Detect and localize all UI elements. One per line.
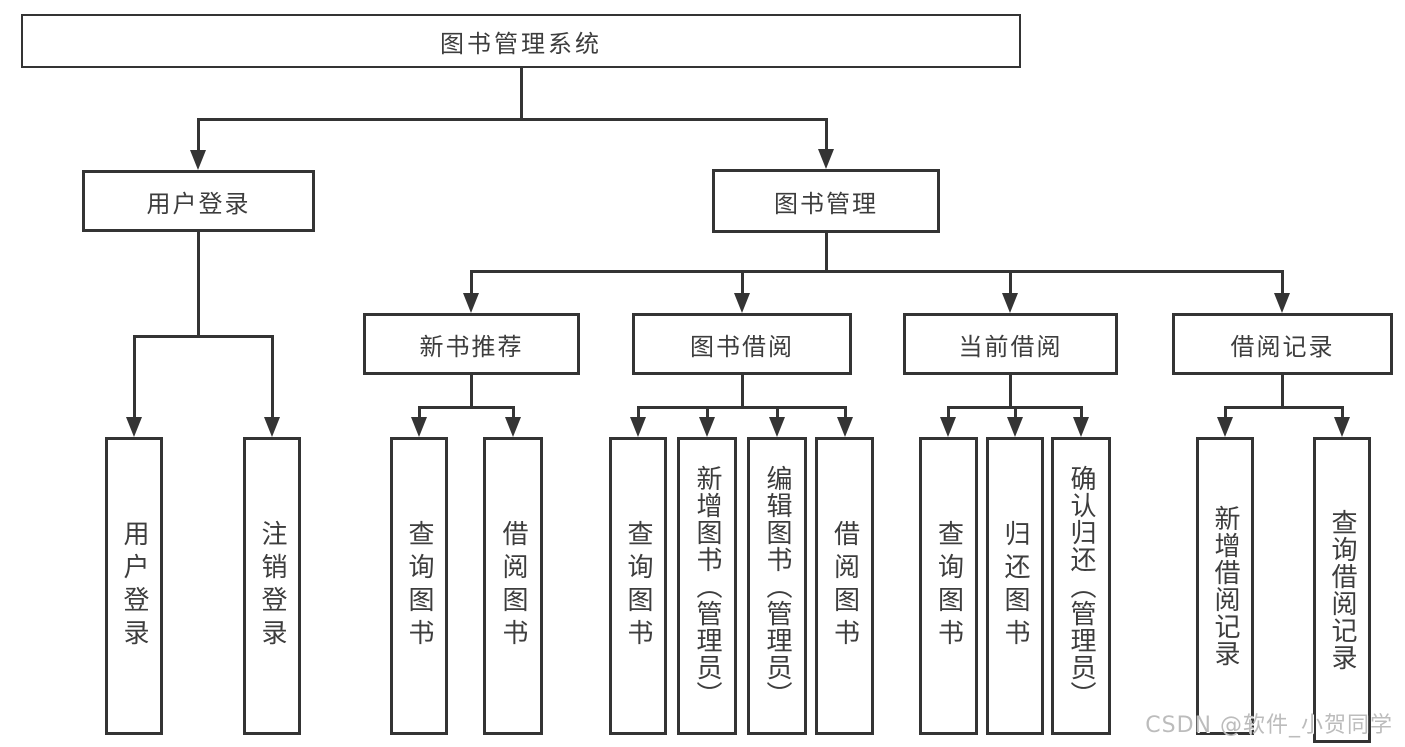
connector-branch-3 — [417, 405, 515, 409]
connector-drop-3-1 — [511, 407, 515, 417]
node-br-add-record: 新增借阅记录 — [1196, 437, 1254, 735]
connector-trunk-5 — [1008, 375, 1012, 409]
arrowhead-down-icon — [505, 417, 521, 437]
node-login: 用户登录 — [105, 437, 163, 735]
node-logout: 注销登录 — [243, 437, 301, 735]
arrowhead-down-icon — [1274, 293, 1290, 313]
connector-trunk-1 — [196, 232, 200, 338]
connector-branch-2 — [469, 269, 1284, 273]
arrowhead-down-icon — [1007, 417, 1023, 437]
connector-drop-6-1 — [1340, 407, 1344, 417]
node-rec-borrow-book: 借阅图书 — [483, 437, 543, 735]
connector-drop-1-0 — [132, 336, 136, 417]
connector-trunk-3 — [469, 375, 473, 409]
connector-trunk-4 — [740, 375, 744, 409]
connector-drop-5-2 — [1079, 407, 1083, 417]
arrowhead-down-icon — [734, 293, 750, 313]
arrowhead-down-icon — [463, 293, 479, 313]
connector-drop-0-0 — [196, 119, 200, 150]
connector-drop-4-2 — [775, 407, 779, 417]
connector-branch-6 — [1223, 405, 1344, 409]
arrowhead-down-icon — [818, 149, 834, 169]
connector-drop-4-0 — [636, 407, 640, 417]
node-book-mgmt: 图书管理 — [712, 169, 940, 233]
arrowhead-down-icon — [264, 417, 280, 437]
arrowhead-down-icon — [411, 417, 427, 437]
arrowhead-down-icon — [940, 417, 956, 437]
connector-trunk-0 — [519, 68, 523, 121]
node-bb-add-book: 新增图书（管理员） — [677, 437, 737, 735]
connector-drop-5-0 — [946, 407, 950, 417]
connector-branch-4 — [636, 405, 847, 409]
node-cb-return-book: 归还图书 — [986, 437, 1044, 735]
arrowhead-down-icon — [190, 150, 206, 170]
node-bb-borrow-book: 借阅图书 — [815, 437, 874, 735]
arrowhead-down-icon — [1334, 417, 1350, 437]
arrowhead-down-icon — [699, 417, 715, 437]
node-current-borrow: 当前借阅 — [903, 313, 1118, 375]
node-bb-query-book: 查询图书 — [609, 437, 667, 735]
connector-drop-2-0 — [469, 271, 473, 293]
node-cb-confirm: 确认归还（管理员） — [1051, 437, 1111, 735]
connector-drop-1-1 — [270, 336, 274, 417]
connector-drop-2-3 — [1280, 271, 1284, 293]
csdn-watermark: CSDN @软件_小贺同学 — [1145, 713, 1393, 738]
arrowhead-down-icon — [1002, 293, 1018, 313]
connector-drop-4-3 — [843, 407, 847, 417]
node-br-query-record: 查询借阅记录 — [1313, 437, 1371, 743]
arrowhead-down-icon — [1217, 417, 1233, 437]
connector-trunk-2 — [824, 233, 828, 273]
node-borrow-records: 借阅记录 — [1172, 313, 1393, 375]
node-user-login: 用户登录 — [82, 170, 315, 232]
connector-drop-0-1 — [824, 119, 828, 149]
arrowhead-down-icon — [1073, 417, 1089, 437]
connector-drop-2-2 — [1008, 271, 1012, 293]
arrowhead-down-icon — [630, 417, 646, 437]
node-rec-query-book: 查询图书 — [390, 437, 448, 735]
connector-drop-2-1 — [740, 271, 744, 293]
connector-drop-6-0 — [1223, 407, 1227, 417]
node-bb-edit-book: 编辑图书（管理员） — [747, 437, 807, 735]
connector-branch-0 — [196, 117, 828, 121]
node-book-borrow: 图书借阅 — [632, 313, 852, 375]
node-cb-query-book: 查询图书 — [919, 437, 978, 735]
node-root: 图书管理系统 — [21, 14, 1021, 68]
arrowhead-down-icon — [837, 417, 853, 437]
connector-drop-4-1 — [705, 407, 709, 417]
connector-trunk-6 — [1280, 375, 1284, 409]
arrowhead-down-icon — [126, 417, 142, 437]
node-new-book-rec: 新书推荐 — [363, 313, 580, 375]
connector-drop-3-0 — [417, 407, 421, 417]
connector-drop-5-1 — [1013, 407, 1017, 417]
connector-branch-1 — [132, 334, 274, 338]
arrowhead-down-icon — [769, 417, 785, 437]
